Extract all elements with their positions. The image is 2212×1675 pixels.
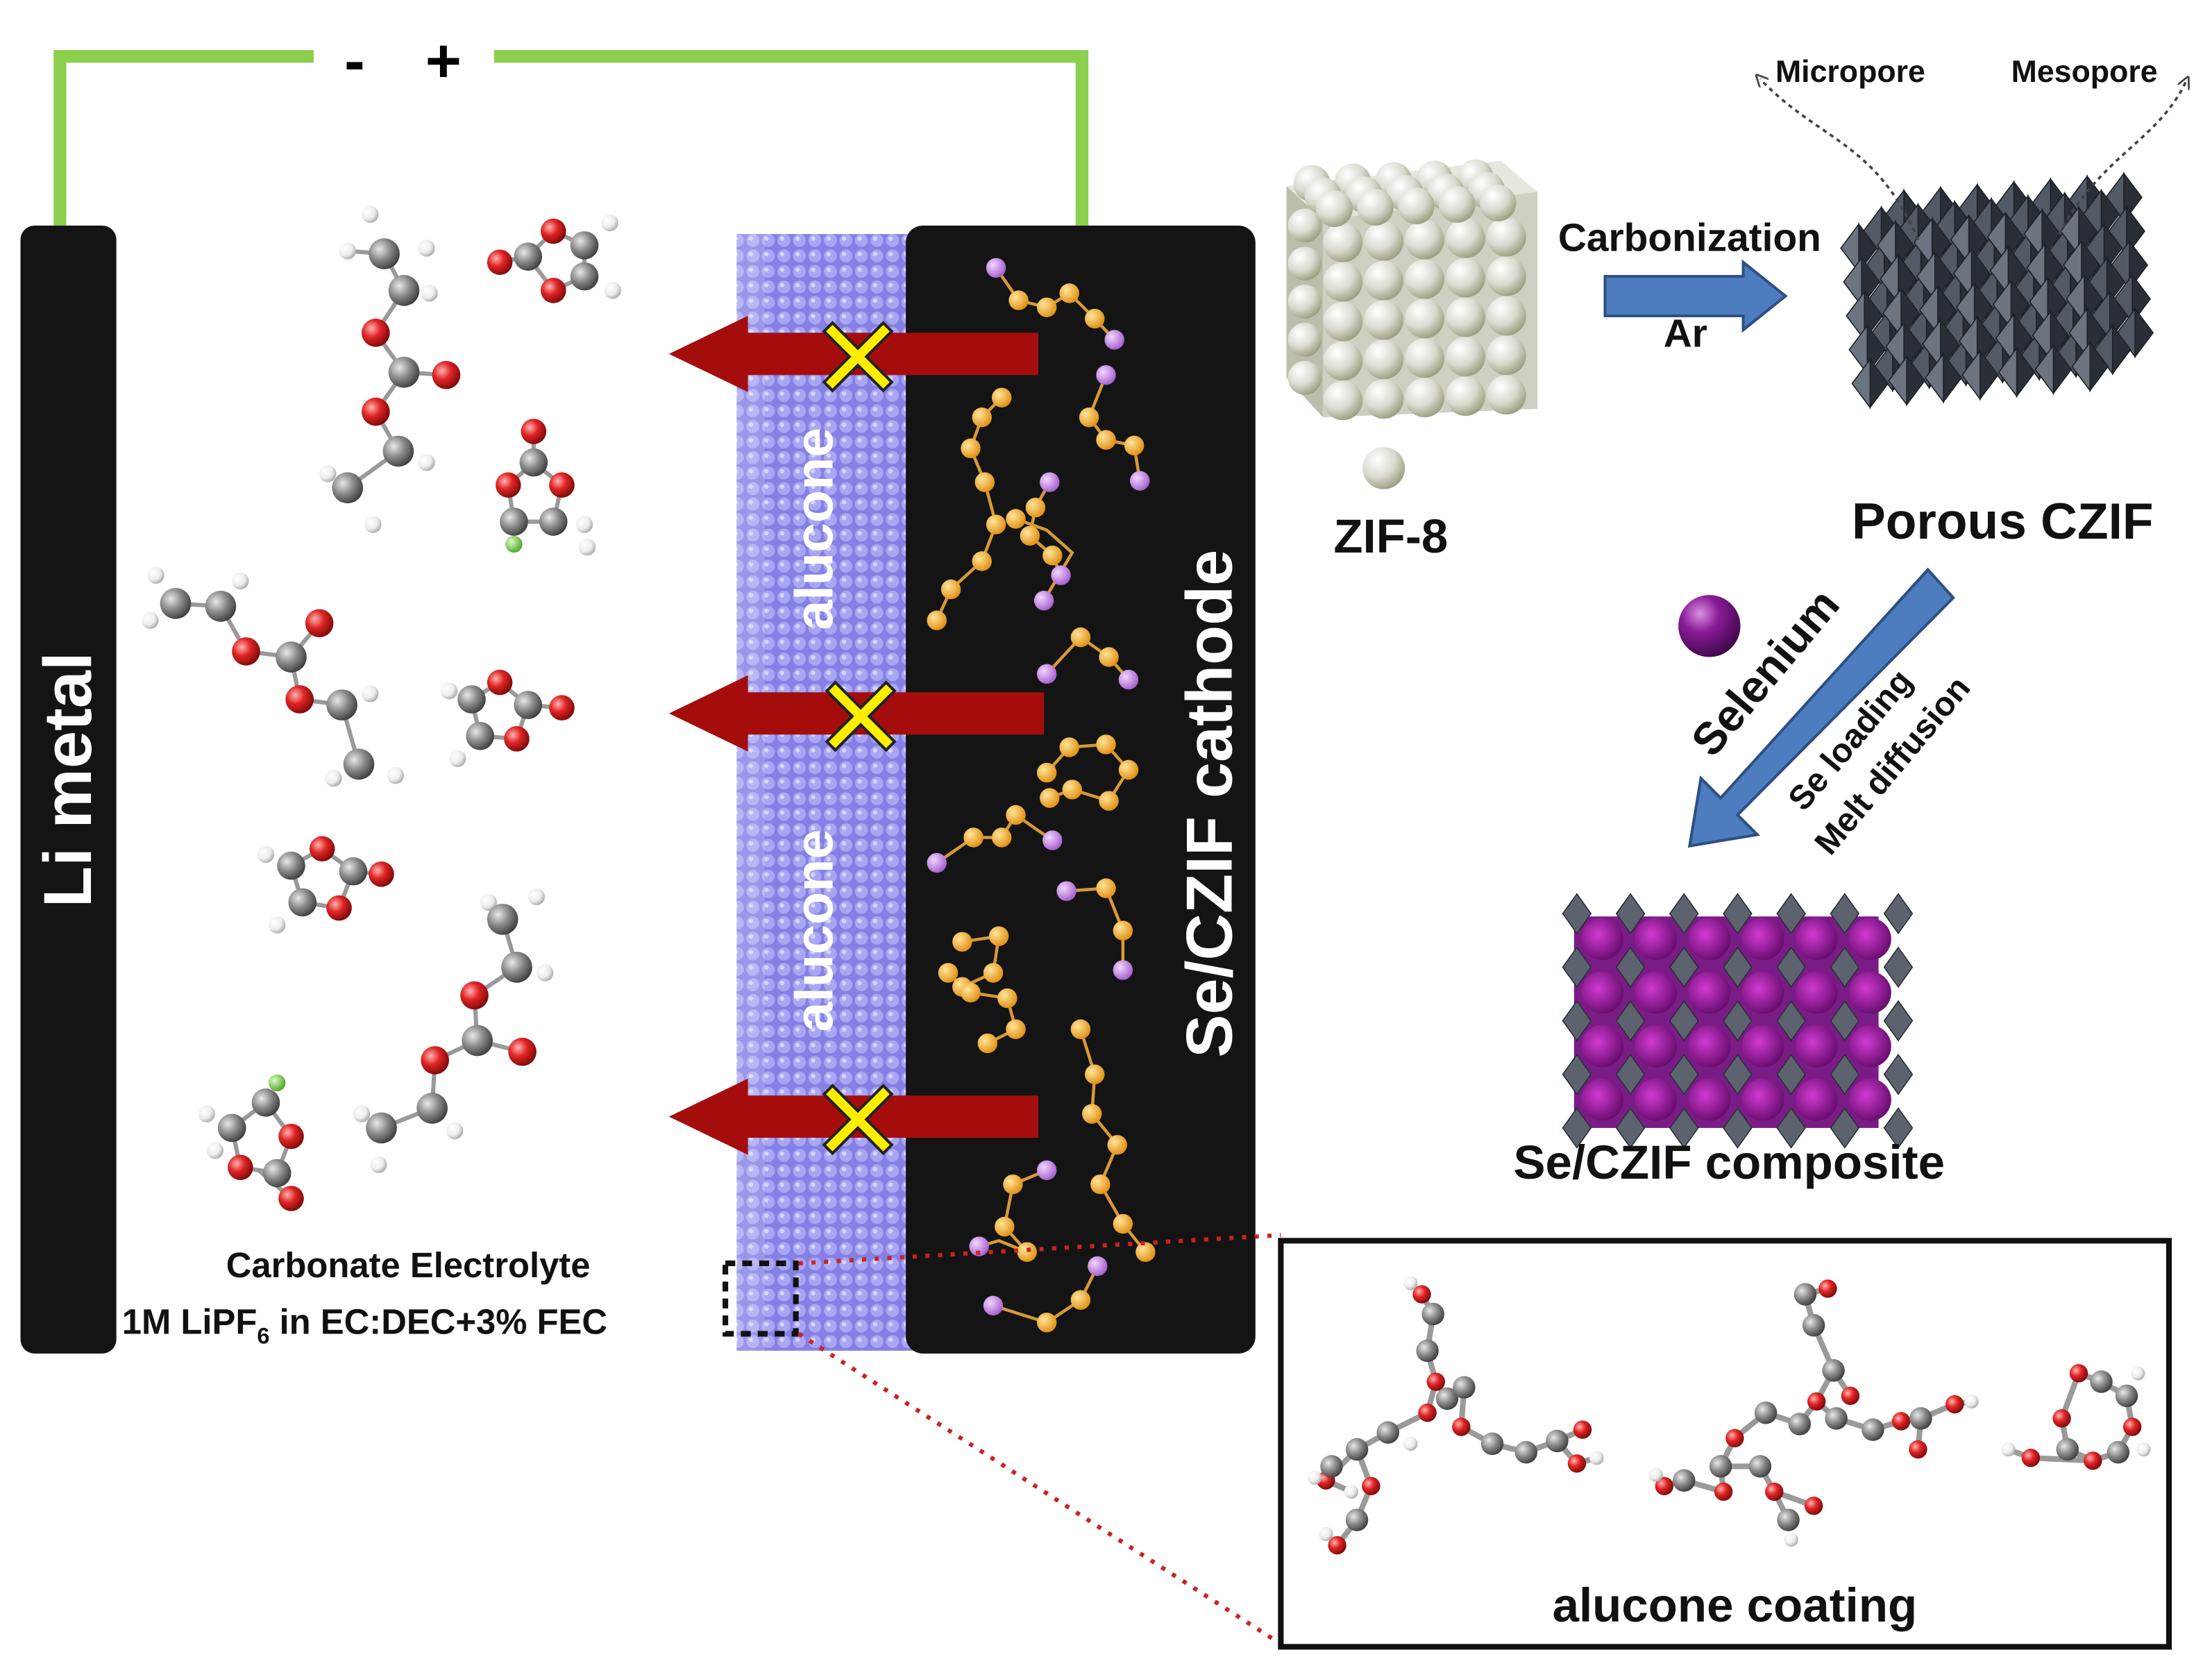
electrolyte-label: Carbonate Electrolyte — [226, 1245, 591, 1285]
electrolyte-composition-subscript: 6 — [257, 1324, 269, 1349]
se-loading-arrow — [1687, 567, 1956, 848]
se-czif-composite-cube — [1562, 893, 1914, 1149]
ar-label: Ar — [1664, 312, 1707, 356]
porous-czif-label: Porous CZIF — [1852, 494, 2154, 550]
alucone-layer-shading — [736, 234, 765, 1351]
inset-label: alucone coating — [1553, 1578, 1918, 1632]
plus-sign: + — [425, 26, 462, 95]
electrolyte-composition-part2: in EC:DEC+3% FEC — [269, 1302, 607, 1341]
zif8-label: ZIF-8 — [1333, 509, 1448, 563]
alucone-label-bottom: alucone — [784, 830, 844, 1032]
micropore-pointer — [1760, 79, 1920, 241]
diethyl-carbonate-molecule — [319, 205, 461, 533]
zoom-line-top — [798, 1233, 1281, 1265]
zif8-single-sphere — [1362, 446, 1405, 489]
mesopore-label: Mesopore — [2011, 55, 2158, 89]
alucone-label-top: alucone — [784, 428, 844, 630]
selenium-sphere-icon — [1678, 595, 1741, 657]
electrolyte-composition-part1: 1M LiPF — [122, 1302, 257, 1341]
diethyl-carbonate-molecule — [142, 566, 404, 787]
carbonization-arrow — [1603, 259, 1788, 333]
selenium-atoms — [927, 258, 1156, 1333]
electrolyte-molecules — [142, 205, 621, 1211]
ethylene-carbonate-molecule — [440, 669, 575, 767]
electrolyte-composition: 1M LiPF6 in EC:DEC+3% FEC — [122, 1302, 607, 1348]
x-mark-icon — [822, 1084, 894, 1156]
fluoroethylene-carbonate-molecule — [496, 419, 596, 556]
anode-label: Li metal — [30, 652, 105, 907]
diethyl-carbonate-molecule — [353, 888, 554, 1173]
ethylene-carbonate-molecule — [257, 836, 394, 934]
ethylene-carbonate-molecule — [487, 214, 621, 303]
fluoroethylene-carbonate-molecule — [198, 1074, 304, 1211]
alucone-layer — [736, 234, 918, 1351]
circuit-wire — [53, 50, 1089, 229]
blocked-shuttle-arrow-2 — [668, 675, 1045, 752]
cathode-label: Se/CZIF cathode — [1172, 550, 1245, 1058]
micropore-label: Micropore — [1775, 55, 1925, 89]
composite-label: Se/CZIF composite — [1514, 1135, 1945, 1189]
x-mark-icon — [822, 321, 894, 393]
blocked-shuttle-arrow-1 — [668, 315, 1039, 393]
zif8-spheres — [1287, 159, 1526, 421]
carbonization-label: Carbonization — [1558, 217, 1821, 260]
minus-sign: - — [344, 26, 365, 95]
zoom-region-marker — [723, 1260, 799, 1337]
porous-czif-cube — [1840, 171, 2154, 410]
blocked-shuttle-arrow-3 — [668, 1078, 1039, 1156]
li-metal-anode — [20, 225, 117, 1354]
alucone-structure-molecules — [1307, 1276, 2151, 1555]
x-mark-icon — [825, 680, 897, 752]
zoom-line-bottom — [797, 1331, 1283, 1646]
